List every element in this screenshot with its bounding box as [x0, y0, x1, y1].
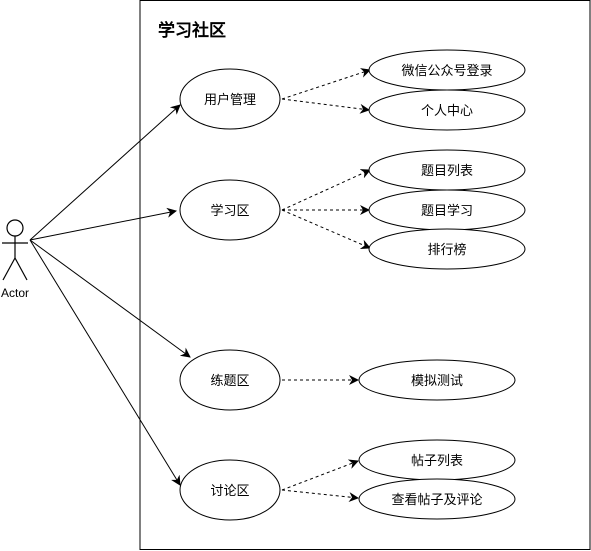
- use-case-discussion-area[interactable]: 讨论区: [179, 459, 281, 521]
- use-case-mock-test[interactable]: 模拟测试: [358, 359, 516, 401]
- actor-head: [6, 219, 24, 237]
- use-case-post-list-label: 帖子列表: [411, 454, 463, 469]
- use-case-wechat-login[interactable]: 微信公众号登录: [368, 49, 526, 91]
- use-case-study-area-label: 学习区: [210, 203, 249, 219]
- rel-discuss-postlist: [281, 459, 359, 491]
- use-case-practice-area-label: 练题区: [210, 374, 249, 389]
- actor-left-leg: [2, 257, 16, 281]
- use-case-ranking-label: 排行榜: [427, 242, 466, 258]
- use-case-question-study[interactable]: 题目学习: [368, 189, 526, 231]
- use-case-mock-test-label: 模拟测试: [411, 374, 463, 389]
- assoc-discussion-area: [29, 239, 181, 486]
- use-case-view-post-comment[interactable]: 查看帖子及评论: [358, 478, 516, 520]
- use-case-ranking[interactable]: 排行榜: [368, 228, 526, 270]
- use-case-personal-center-label: 个人中心: [421, 104, 473, 119]
- assoc-practice-area: [29, 239, 191, 358]
- use-case-wechat-login-label: 微信公众号登录: [401, 64, 492, 79]
- use-case-user-mgmt-label: 用户管理: [204, 92, 256, 108]
- rel-discuss-view: [281, 489, 359, 503]
- use-case-question-study-label: 题目学习: [421, 203, 473, 219]
- use-case-study-area[interactable]: 学习区: [179, 179, 281, 241]
- actor-figure: [2, 219, 28, 281]
- use-case-practice-area[interactable]: 练题区: [179, 349, 281, 411]
- actor-right-leg: [14, 257, 28, 281]
- assoc-study-area: [29, 207, 177, 241]
- use-case-user-mgmt[interactable]: 用户管理: [179, 68, 281, 130]
- rel-user-wechat: [281, 68, 371, 100]
- use-case-question-list[interactable]: 题目列表: [368, 149, 526, 191]
- use-case-personal-center[interactable]: 个人中心: [368, 89, 526, 131]
- rel-study-list: [281, 169, 371, 211]
- use-case-post-list[interactable]: 帖子列表: [358, 439, 516, 481]
- use-case-view-post-comment-label: 查看帖子及评论: [391, 492, 482, 508]
- system-title: 学习社区: [158, 20, 226, 41]
- rel-study-rank: [281, 209, 371, 250]
- use-case-question-list-label: 题目列表: [421, 164, 473, 179]
- rel-user-personal: [281, 98, 370, 114]
- actor-label: Actor: [1, 286, 29, 300]
- use-case-discussion-area-label: 讨论区: [210, 484, 249, 499]
- system-boundary: [139, 0, 591, 550]
- assoc-user-mgmt: [29, 104, 181, 241]
